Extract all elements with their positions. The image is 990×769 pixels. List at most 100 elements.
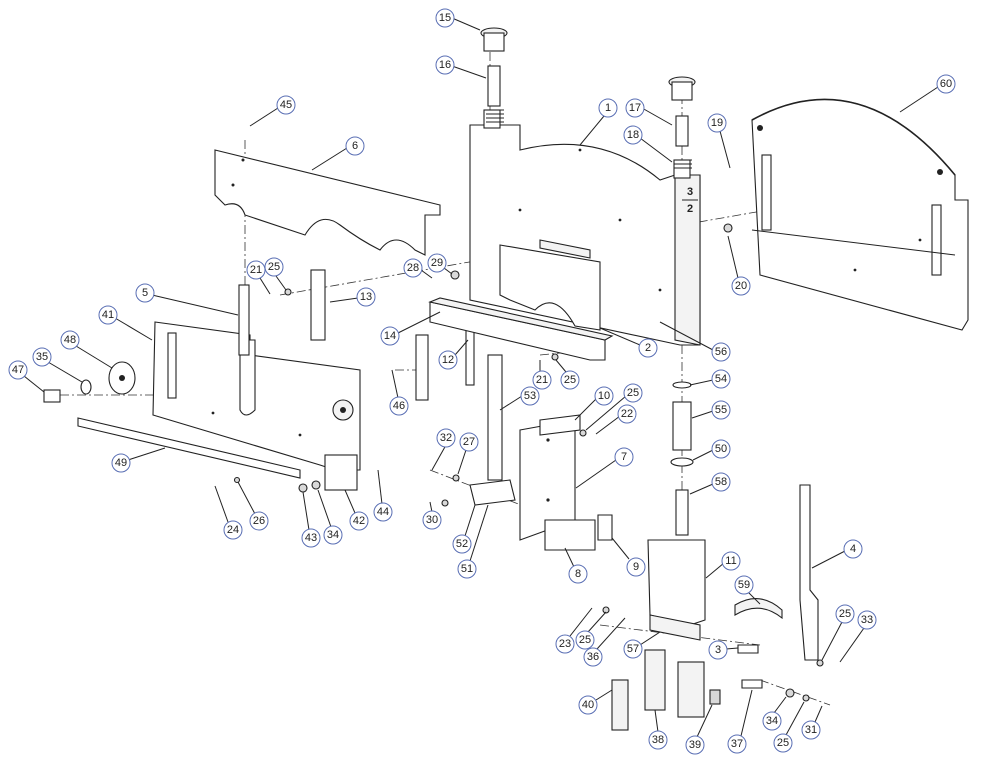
callout-25c: 25 [585, 383, 643, 431]
callout-42-label: 42 [353, 515, 365, 527]
callout-25d: 25 [821, 604, 855, 661]
callout-57-label: 57 [627, 643, 639, 655]
carriage-plates [519, 414, 613, 551]
callout-8-label: 8 [575, 568, 581, 580]
callout-5-label: 5 [142, 287, 148, 299]
angle-rail-14 [428, 297, 614, 361]
callout-48: 48 [60, 330, 113, 369]
callout-17-label: 17 [629, 102, 641, 114]
callout-26: 26 [237, 481, 269, 531]
window-plate-2 [499, 239, 601, 331]
callout-6: 6 [311, 136, 365, 171]
callout-9-label: 9 [633, 561, 639, 573]
callout-43: 43 [301, 491, 321, 548]
callout-35-label: 35 [36, 351, 48, 363]
callout-45: 45 [249, 95, 296, 127]
engraving-3: 3 [687, 186, 693, 198]
callout-20: 20 [727, 235, 751, 296]
callout-46: 46 [389, 369, 409, 416]
callout-22-label: 22 [621, 408, 633, 420]
callout-59-label: 59 [738, 579, 750, 591]
callout-58: 58 [689, 472, 731, 495]
callout-40-label: 40 [582, 699, 594, 711]
callout-41: 41 [98, 305, 153, 341]
callout-50-label: 50 [715, 443, 727, 455]
callout-11: 11 [705, 551, 741, 579]
left-plate-41 [152, 321, 361, 471]
callout-43-label: 43 [305, 532, 317, 544]
callout-18-label: 18 [627, 129, 639, 141]
guard-plate-60 [751, 98, 969, 331]
callout-3-label: 3 [715, 644, 721, 656]
callout-6-label: 6 [352, 140, 358, 152]
callout-29-label: 29 [431, 257, 443, 269]
callout-47-label: 47 [12, 364, 24, 376]
top-bracket-6 [214, 149, 441, 256]
shaft-53 [469, 354, 516, 506]
callout-10: 10 [574, 386, 614, 421]
callout-4-label: 4 [850, 543, 856, 555]
callout-27-label: 27 [463, 436, 475, 448]
callout-18: 18 [623, 125, 673, 163]
callout-34b: 34 [762, 696, 787, 731]
callout-5: 5 [135, 283, 239, 316]
callout-21b: 21 [532, 360, 552, 390]
callout-33-label: 33 [861, 614, 873, 626]
callout-33: 33 [839, 610, 877, 663]
callout-30-label: 30 [426, 514, 438, 526]
callout-23-label: 23 [559, 638, 571, 650]
callout-55-label: 55 [715, 404, 727, 416]
callout-15-label: 15 [439, 12, 451, 24]
callout-16-label: 16 [439, 59, 451, 71]
callout-34b-label: 34 [766, 715, 778, 727]
callouts: 15 16 17 18 19 1 60 45 6 29 28 21 25 13 … [8, 8, 956, 755]
callout-38: 38 [648, 709, 668, 750]
callout-28: 28 [403, 258, 433, 279]
callout-38-label: 38 [652, 734, 664, 746]
callout-34a-label: 34 [327, 529, 339, 541]
callout-11-label: 11 [725, 555, 736, 567]
callout-57: 57 [623, 631, 661, 659]
callout-4: 4 [811, 539, 863, 569]
callout-25e: 25 [575, 611, 607, 650]
callout-24-label: 24 [227, 524, 239, 536]
callout-51-label: 51 [461, 563, 473, 575]
callout-53-label: 53 [524, 390, 536, 402]
top-pins [480, 27, 696, 169]
callout-46-label: 46 [393, 400, 405, 412]
callout-29: 29 [427, 253, 453, 275]
callout-60-label: 60 [940, 78, 952, 90]
callout-54: 54 [689, 369, 731, 389]
callout-50: 50 [692, 439, 731, 461]
callout-24: 24 [214, 485, 243, 540]
callout-23: 23 [555, 607, 593, 654]
callout-25e-label: 25 [579, 634, 591, 646]
callout-34a: 34 [317, 489, 343, 545]
callout-44-label: 44 [377, 506, 389, 518]
callout-42: 42 [344, 489, 369, 531]
callout-37: 37 [727, 689, 753, 754]
callout-13-label: 13 [360, 291, 372, 303]
rail-49 [77, 417, 301, 479]
hardware [233, 223, 824, 702]
callout-56: 56 [659, 321, 731, 362]
callout-32: 32 [431, 428, 456, 471]
callout-25a: 25 [264, 257, 287, 291]
callout-17: 17 [625, 98, 673, 126]
callout-52-label: 52 [456, 538, 468, 550]
callout-52: 52 [452, 504, 476, 554]
engraving-2: 2 [687, 203, 693, 215]
callout-53: 53 [499, 386, 540, 411]
callout-28-label: 28 [407, 262, 419, 274]
callout-60: 60 [899, 74, 956, 113]
callout-19: 19 [707, 113, 731, 169]
callout-7-label: 7 [621, 451, 627, 463]
callout-31: 31 [801, 705, 823, 740]
long-arm-4 [799, 484, 819, 661]
callout-21a: 21 [246, 260, 271, 295]
callout-2: 2 [599, 327, 658, 358]
callout-58-label: 58 [715, 476, 727, 488]
comb-parts [611, 598, 783, 731]
callout-25f: 25 [773, 701, 805, 753]
